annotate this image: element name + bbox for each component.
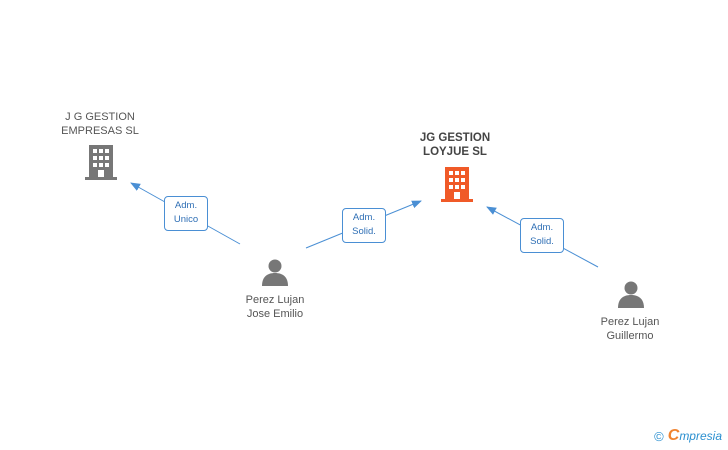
brand-footer: © C mpresia <box>654 427 722 444</box>
copyright-symbol: © <box>654 428 664 444</box>
edge-label-adm-solid-1[interactable]: Adm. Solid. <box>342 208 386 243</box>
company-label-jg-gestion-loyjue[interactable]: JG GESTION LOYJUE SL <box>419 132 491 158</box>
company-label-jg-gestion-empresas[interactable]: J G GESTION EMPRESAS SL <box>61 111 139 137</box>
person-icon[interactable] <box>617 280 645 308</box>
edge-label-line2: Solid. <box>352 226 376 237</box>
building-icon[interactable] <box>85 144 117 180</box>
brand-logo-text: mpresia <box>679 429 722 443</box>
edge-label-line2: Unico <box>173 214 199 225</box>
person-label-jose-emilio[interactable]: Perez Lujan Jose Emilio <box>245 294 305 320</box>
person-icon[interactable] <box>261 258 289 286</box>
edge-label-line2: Solid. <box>530 236 554 247</box>
edge-label-adm-solid-2[interactable]: Adm. Solid. <box>520 218 564 253</box>
edge-label-line1: Adm. <box>352 212 376 223</box>
edge-label-line1: Adm. <box>174 200 198 211</box>
edge-label-adm-unico[interactable]: Adm. Unico <box>164 196 208 231</box>
building-icon[interactable] <box>441 166 473 202</box>
brand-logo-letter: C <box>667 427 680 444</box>
edge-label-line1: Adm. <box>530 222 554 233</box>
person-label-guillermo[interactable]: Perez Lujan Guillermo <box>600 316 660 342</box>
